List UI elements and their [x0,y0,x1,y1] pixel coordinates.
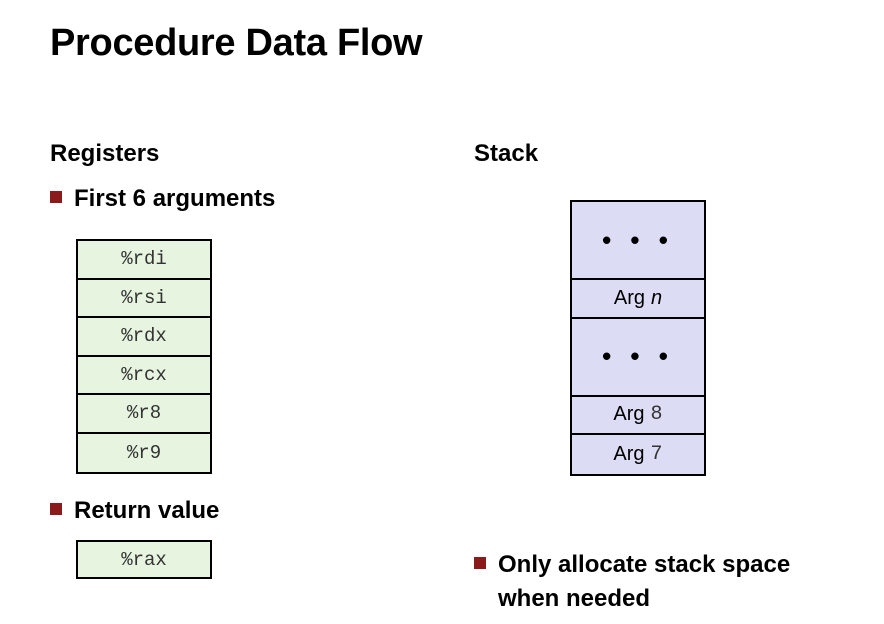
bullet-square-icon [474,557,486,569]
register-rcx: %rcx [78,356,210,395]
stack-arg-index: n [651,286,663,309]
stack-arg-label: Arg [613,403,645,426]
stack-arg-7: Arg 7 [572,435,704,474]
stack-frame: • • • Arg n • • • Arg 8 Arg 7 [570,200,706,476]
args-bullet: First 6 arguments [50,182,275,216]
register-rdi: %rdi [78,241,210,280]
stack-note-line1: Only allocate stack space [498,551,791,578]
registers-heading: Registers [50,140,160,167]
register-rdx: %rdx [78,318,210,357]
stack-heading: Stack [474,140,539,167]
args-bullet-text: First 6 arguments [74,185,276,212]
return-bullet: Return value [50,494,219,528]
stack-ellipsis-middle: • • • [572,319,704,397]
register-rsi: %rsi [78,279,210,318]
stack-arg-label: Arg [613,286,645,309]
register-rax: %rax [76,540,212,579]
stack-note-line2: when needed [498,585,651,612]
stack-ellipsis-top: • • • [572,202,704,280]
stack-note-text: Only allocate stack space when needed [498,548,790,616]
stack-note-bullet: Only allocate stack space when needed [474,548,790,616]
return-bullet-text: Return value [74,497,220,524]
page-title: Procedure Data Flow [50,22,423,64]
stack-arg-n: Arg n [572,280,704,319]
bullet-square-icon [50,191,62,203]
bullet-square-icon [50,503,62,515]
stack-arg-8: Arg 8 [572,397,704,435]
register-r9: %r9 [78,433,210,472]
stack-arg-index: 7 [650,442,663,466]
register-r8: %r8 [78,395,210,434]
argument-registers: %rdi %rsi %rdx %rcx %r8 %r9 [76,239,212,474]
stack-arg-index: 8 [650,403,663,427]
stack-arg-label: Arg [613,442,645,465]
